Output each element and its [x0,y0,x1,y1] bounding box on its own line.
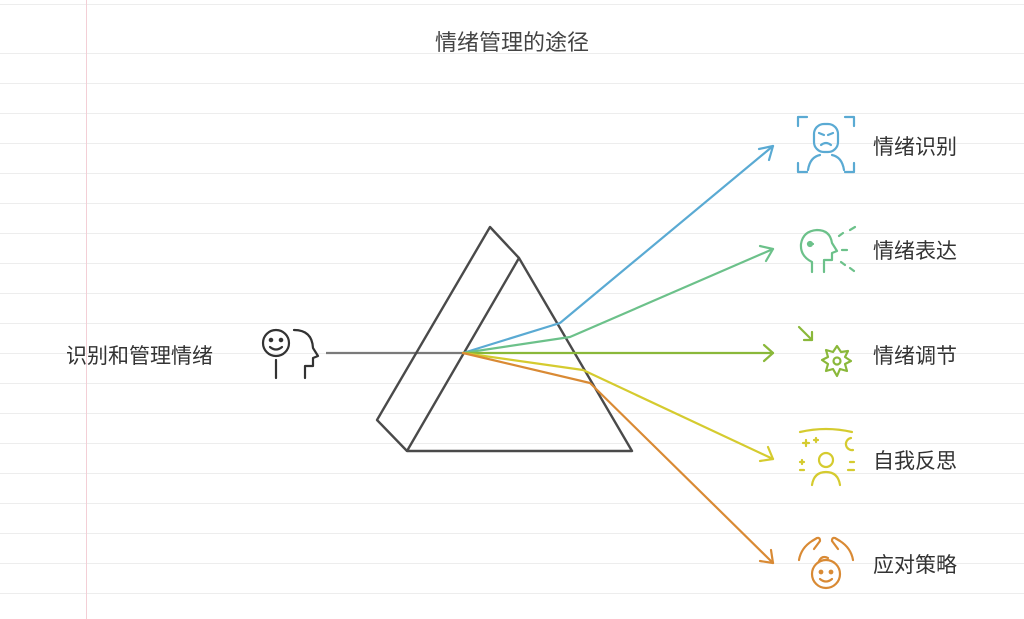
arrowhead-coping-strategies [758,548,775,565]
thinking-head-icon [261,328,320,380]
output-label-self-reflection: 自我反思 [873,449,957,473]
beam-emotion-expression [461,247,775,355]
supported-head-icon [797,536,855,590]
margin-line [86,0,87,619]
calm-burst-icon [797,325,853,378]
arrowhead-emotion-expression [758,244,775,263]
arrowhead-emotion-recognition [757,144,775,162]
input-label: 识别和管理情绪 [66,344,213,368]
output-label-emotion-recognition: 情绪识别 [873,135,957,159]
speaking-head-icon [799,225,857,274]
output-label-emotion-expression: 情绪表达 [873,239,957,263]
self-reflection-icon [798,427,856,487]
output-label-coping-strategies: 应对策略 [873,553,957,577]
prism [375,225,634,453]
diagram-title: 情绪管理的途径 [434,31,589,56]
beam-self-reflection [461,351,775,461]
beam-emotion-recognition [461,144,775,355]
arrowhead-emotion-regulation [762,343,775,363]
face-scan-icon [796,115,856,174]
arrowhead-self-reflection [758,445,775,463]
output-beams [461,144,775,565]
output-label-emotion-regulation: 情绪调节 [873,344,957,368]
beam-coping-strategies [461,351,775,565]
